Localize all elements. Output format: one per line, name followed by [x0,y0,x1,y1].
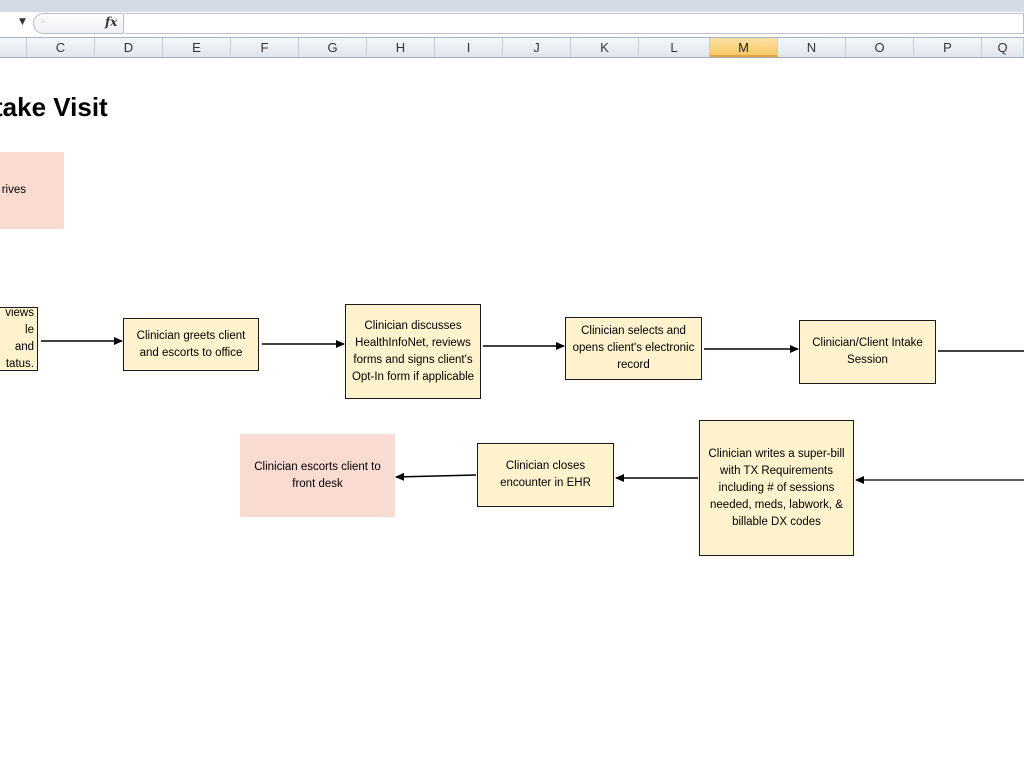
column-header-i[interactable]: I [435,38,503,57]
discusses-healthinfonet-box[interactable]: Clinician discusses HealthInfoNet, revie… [345,304,481,399]
reviews-schedule-box[interactable]: views le and tatus. [0,307,38,371]
superbill-text: Clinician writes a super-bill with TX Re… [708,447,845,528]
intake-session-box[interactable]: Clinician/Client Intake Session [799,320,936,384]
reviews-line-1: views [5,307,34,319]
closes-encounter-text: Clinician closes encounter in EHR [500,460,591,489]
column-header-m[interactable]: M [710,38,778,57]
insert-function-icon[interactable]: fx [105,15,118,29]
column-header-e[interactable]: E [163,38,231,57]
column-header-d[interactable]: D [95,38,163,57]
opens-record-box[interactable]: Clinician selects and opens client's ele… [565,317,702,380]
reviews-line-2: le and [14,324,34,353]
column-header-o[interactable]: O [846,38,914,57]
intake-session-text: Clinician/Client Intake Session [812,337,923,366]
column-header-n[interactable]: N [778,38,846,57]
column-header-l[interactable]: L [639,38,710,57]
opens-record-text: Clinician selects and opens client's ele… [572,325,695,371]
greets-client-box[interactable]: Clinician greets client and escorts to o… [123,318,259,371]
cancel-icon[interactable]: ◦ [40,17,46,28]
column-header-g[interactable]: G [299,38,367,57]
closes-encounter-box[interactable]: Clinician closes encounter in EHR [477,443,614,507]
column-header-c[interactable]: C [27,38,95,57]
sheet-title: take Visit [0,92,108,122]
column-header-p[interactable]: P [914,38,982,57]
arrow-closes-to-escorts [395,472,477,481]
client-arrives-text: rives [1,184,26,196]
escorts-to-front-desk-box[interactable]: Clinician escorts client to front desk [240,434,395,517]
client-arrives-box[interactable]: rives [0,152,64,229]
reviews-line-3: tatus. [5,358,34,370]
column-header-b-partial[interactable] [0,38,27,57]
column-header-h[interactable]: H [367,38,435,57]
column-header-k[interactable]: K [571,38,639,57]
escorts-to-front-desk-text: Clinician escorts client to front desk [254,460,381,490]
greets-client-text: Clinician greets client and escorts to o… [136,329,246,359]
column-header-j[interactable]: J [503,38,571,57]
formula-buttons: ◦ fx [33,13,124,34]
superbill-box[interactable]: Clinician writes a super-bill with TX Re… [699,420,854,556]
discusses-healthinfonet-text: Clinician discusses HealthInfoNet, revie… [351,319,475,383]
column-header-f[interactable]: F [231,38,299,57]
name-box-dropdown-icon[interactable]: ▼ [19,17,26,27]
